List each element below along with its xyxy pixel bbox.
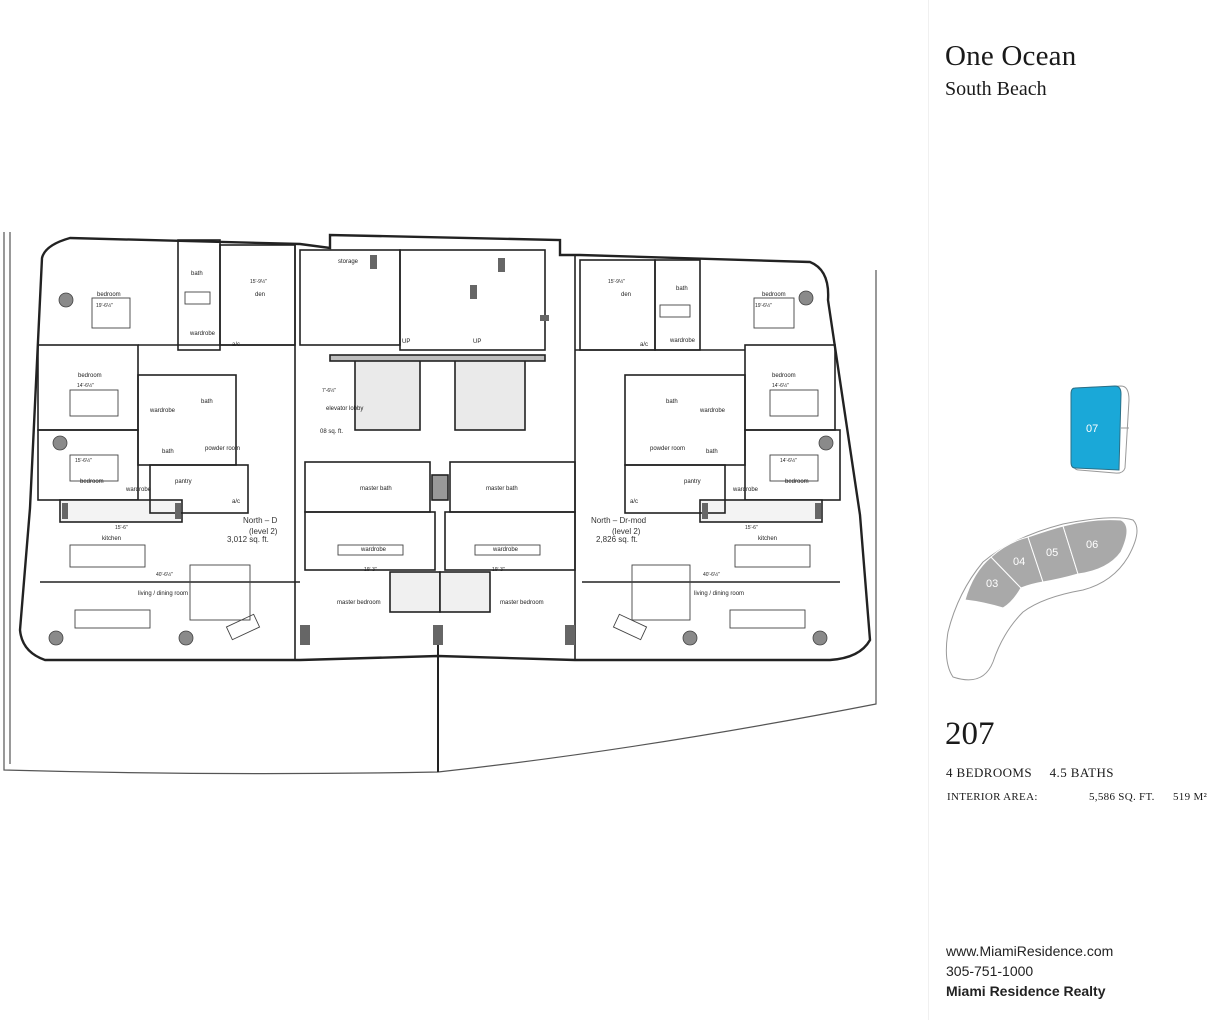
site-boundary xyxy=(3,232,877,775)
east-master-bath-label: master bath xyxy=(486,486,518,492)
west-master-dim: 19'-3" xyxy=(364,567,377,573)
stair-up-left: UP xyxy=(402,339,410,345)
east-den-label: den xyxy=(621,292,631,298)
east-bedroom-1-dim: 19'-6½" xyxy=(755,302,772,309)
east-unit-walls xyxy=(574,255,841,660)
west-bedroom-2-dim: 14'-6½" xyxy=(77,382,94,389)
west-wardrobe-1-label: wardrobe xyxy=(189,331,216,337)
phone-number[interactable]: 305-751-1000 xyxy=(946,963,1034,979)
floor-plan-drawing: bedroom 19'-6½" bath den 15'-9½" wardrob… xyxy=(3,232,877,775)
wing-label-05: 05 xyxy=(1046,547,1058,559)
east-bath-1-label: bath xyxy=(676,286,688,292)
east-powder-room-label: powder room xyxy=(650,446,685,452)
west-kitchen-label: kitchen xyxy=(102,536,121,542)
east-unit-area: 2,826 sq. ft. xyxy=(596,535,638,544)
west-living-label: living / dining room xyxy=(138,591,188,597)
highlighted-unit-label: 07 xyxy=(1086,423,1098,435)
east-unit-level: (level 2) xyxy=(612,527,641,536)
west-ac-2-label: a/c xyxy=(232,499,240,505)
east-ac-1-label: a/c xyxy=(640,342,648,348)
wing-06 xyxy=(1062,519,1128,575)
stair-up-right: UP xyxy=(473,339,481,345)
east-bath-2-label: bath xyxy=(666,399,678,405)
key-plan-tower: 07 xyxy=(1070,385,1130,474)
baths-count: 4.5 BATHS xyxy=(1049,765,1114,780)
west-den-dim: 15'-9½" xyxy=(250,278,267,285)
east-master-dim: 19'-3" xyxy=(492,567,505,573)
interior-area-label: INTERIOR AREA: xyxy=(947,791,1038,803)
west-wardrobe-3-label: wardrobe xyxy=(125,487,152,493)
east-den-dim: 15'-9½" xyxy=(608,278,625,285)
west-unit-level: (level 2) xyxy=(249,527,278,536)
core-walls xyxy=(299,249,576,613)
east-ac-2-label: a/c xyxy=(630,499,638,505)
wing-03 xyxy=(964,556,1022,609)
west-wardrobe-2-label: wardrobe xyxy=(149,408,176,414)
floor-plan: bedroom 19'-6½" bath den 15'-9½" wardrob… xyxy=(3,232,877,775)
west-powder-room-label: powder room xyxy=(205,446,240,452)
west-master-bath-label: master bath xyxy=(360,486,392,492)
east-pantry-label: pantry xyxy=(684,479,701,485)
west-bedroom-2-label: bedroom xyxy=(78,373,102,379)
west-unit-name: North – D xyxy=(243,516,277,525)
storage-label: storage xyxy=(338,259,359,265)
west-bath-1-label: bath xyxy=(191,271,203,277)
west-unit-area: 3,012 sq. ft. xyxy=(227,535,269,544)
east-wardrobe-1-label: wardrobe xyxy=(669,338,696,344)
east-master-wardrobe-label: wardrobe xyxy=(492,547,519,553)
east-bedroom-1-label: bedroom xyxy=(762,292,786,298)
west-bath-2-label: bath xyxy=(201,399,213,405)
wing-label-03: 03 xyxy=(986,578,998,590)
interior-area-m2: 519 M² xyxy=(1173,791,1208,803)
east-wardrobe-2-label: wardrobe xyxy=(699,408,726,414)
company-name: Miami Residence Realty xyxy=(946,983,1106,999)
east-bedroom-2-label: bedroom xyxy=(772,373,796,379)
lobby-dim: 7'-6½" xyxy=(322,387,336,394)
east-kitchen-dim: 15'-6" xyxy=(745,525,758,531)
east-master-bedroom-label: master bedroom xyxy=(500,600,544,606)
wing-label-06: 06 xyxy=(1086,539,1098,551)
east-kitchen-label: kitchen xyxy=(758,536,777,542)
west-bath-3-label: bath xyxy=(162,449,174,455)
unit-number: 207 xyxy=(945,716,995,752)
east-unit-name: North – Dr-mod xyxy=(591,516,646,525)
building-name: One Ocean xyxy=(945,40,1077,72)
east-living-dim: 40'-6½" xyxy=(703,571,720,578)
west-pantry-label: pantry xyxy=(175,479,192,485)
west-bedroom-1-dim: 19'-6½" xyxy=(96,302,113,309)
east-living-label: living / dining room xyxy=(694,591,744,597)
west-bedroom-3-dim: 15'-6½" xyxy=(75,457,92,464)
west-bedroom-3-label: bedroom xyxy=(80,479,104,485)
west-ac-1-label: a/c xyxy=(232,342,240,348)
wing-label-04: 04 xyxy=(1013,556,1025,568)
west-master-wardrobe-label: wardrobe xyxy=(360,547,387,553)
building-outline xyxy=(18,233,872,662)
highlighted-unit xyxy=(1070,385,1122,471)
elevator-lobby-label: elevator lobby xyxy=(326,406,363,412)
kitchen-appliances xyxy=(62,255,821,645)
east-wardrobe-3-label: wardrobe xyxy=(732,487,759,493)
west-kitchen-dim: 15'-6" xyxy=(115,525,128,531)
lobby-area-label: 08 sq. ft. xyxy=(320,429,343,435)
east-bedroom-2-dim: 14'-6½" xyxy=(772,382,789,389)
west-den-label: den xyxy=(255,292,265,298)
east-bedroom-3-dim: 14'-6½" xyxy=(780,457,797,464)
interior-area-sqft: 5,586 SQ. FT. xyxy=(1089,791,1155,803)
west-unit-walls xyxy=(37,239,300,660)
west-master-bedroom-label: master bedroom xyxy=(337,600,381,606)
east-bath-3-label: bath xyxy=(706,449,718,455)
info-sidebar: One Ocean South Beach 07 03 04 05 06 207… xyxy=(928,0,1209,1020)
west-living-dim: 40'-6½" xyxy=(156,571,173,578)
east-bedroom-3-label: bedroom xyxy=(785,479,809,485)
unit-specs: 4 BEDROOMS 4.5 BATHS xyxy=(946,765,1128,781)
website-link[interactable]: www.MiamiResidence.com xyxy=(946,943,1114,959)
west-bedroom-1-label: bedroom xyxy=(97,292,121,298)
furniture xyxy=(69,291,819,641)
bedrooms-count: 4 BEDROOMS xyxy=(946,765,1032,780)
columns xyxy=(48,290,834,646)
building-location: South Beach xyxy=(945,78,1047,100)
key-plan-site: 03 04 05 06 xyxy=(945,517,1138,681)
